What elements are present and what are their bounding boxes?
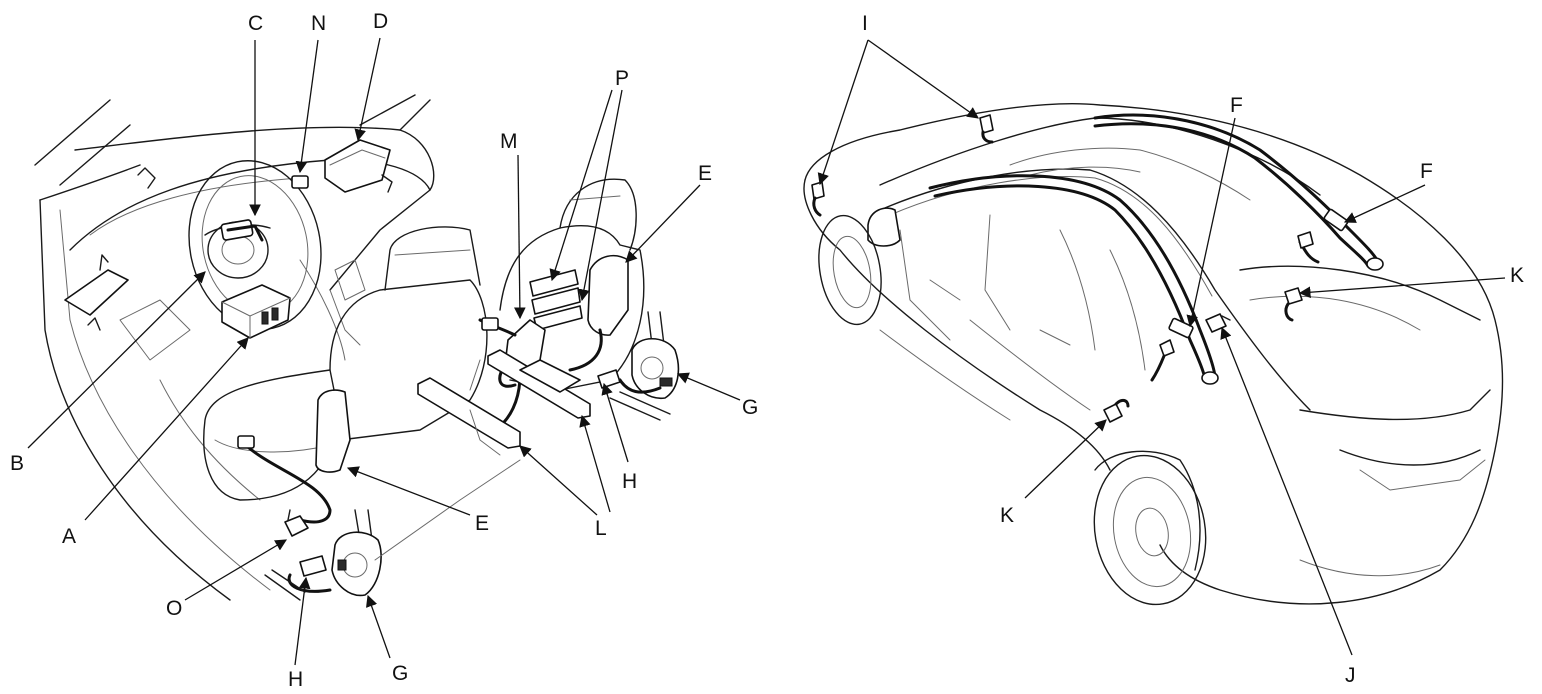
callout-f-right: F: [1420, 160, 1433, 183]
callout-h-passenger: H: [622, 470, 637, 493]
leader-lines: [27, 37, 1506, 666]
interior-view: [34, 94, 680, 601]
callout-labels: C N D B A O H G E M P E G H L I F F K K …: [10, 10, 1524, 691]
callout-c: C: [248, 12, 263, 35]
callout-k-side: K: [1000, 504, 1014, 527]
part-k-sensor-rear: [1284, 287, 1303, 322]
callout-e-passenger: E: [698, 162, 712, 185]
callout-p: P: [615, 67, 629, 90]
part-h-buckle-driver: [287, 555, 332, 593]
callout-g-passenger: G: [742, 396, 758, 419]
part-n: [291, 175, 309, 189]
part-d-passenger-airbag: [324, 139, 393, 193]
part-k-sensor-c-pillar: [1150, 339, 1175, 382]
callout-i: I: [862, 12, 868, 35]
callout-m: M: [500, 130, 518, 153]
part-a-srs-unit: [221, 284, 291, 339]
driver-seat: [203, 226, 488, 524]
part-g-tensioner-driver: [331, 509, 382, 597]
part-f-curtain-airbag-left: [928, 174, 1219, 385]
callout-a: A: [62, 525, 76, 548]
callout-l: L: [595, 517, 607, 540]
callout-o: O: [166, 597, 182, 620]
part-l-seat-rails: [417, 349, 591, 456]
callout-j: J: [1345, 664, 1356, 687]
callout-b: B: [10, 452, 24, 475]
callout-g-driver: G: [392, 662, 408, 685]
callout-d: D: [373, 10, 388, 33]
callout-f-left: F: [1230, 94, 1243, 117]
callout-k-rear: K: [1510, 264, 1524, 287]
part-o-sensor: [284, 509, 309, 537]
part-k-sensor-b-pillar: [1103, 398, 1130, 423]
callout-n: N: [311, 12, 326, 35]
callout-e-driver: E: [475, 512, 489, 535]
part-f-curtain-airbag-right: [1093, 113, 1384, 271]
part-knee-unit: [64, 254, 129, 316]
callout-h-driver: H: [288, 668, 303, 691]
part-g-tensioner-passenger: [631, 311, 680, 400]
part-j-sensor: [1205, 313, 1231, 333]
exterior-view: [803, 103, 1504, 606]
part-h-buckle-passenger: [597, 369, 662, 394]
